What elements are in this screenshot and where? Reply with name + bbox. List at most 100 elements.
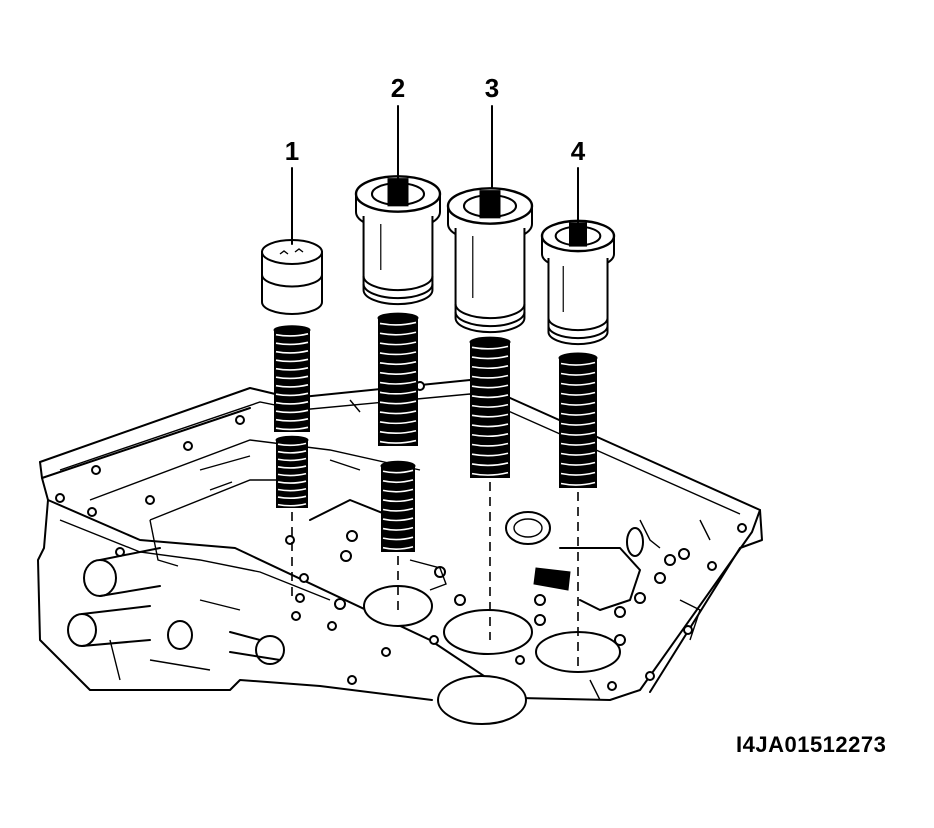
stack-4-sleeve-groove-2	[547, 325, 609, 340]
stack-1-upper-spring-coil	[275, 426, 309, 431]
stack-1-upper-spring-coil	[275, 367, 309, 371]
bolt-holes	[55, 381, 747, 691]
stack-4-spring-coil	[560, 361, 596, 366]
stack-2-upper-spring	[377, 312, 419, 446]
stack-2-lower-spring-coil	[382, 526, 414, 531]
stack-2-upper-spring-coil	[379, 351, 417, 356]
stack-1-lower-spring	[275, 435, 309, 508]
stack-4-spring-coil	[560, 411, 596, 416]
stack-2-upper-spring-coil	[379, 380, 417, 385]
stack-4-sleeve-body	[547, 258, 609, 346]
component-stack-1	[261, 239, 323, 508]
stack-3-spring-coil	[471, 394, 509, 399]
assembly-center-lines	[291, 482, 579, 668]
stack-2-sleeve-stem	[387, 178, 409, 207]
stack-4-spring-top-coil	[558, 352, 598, 364]
stack-1-plug-marks	[279, 248, 304, 255]
stack-2-lower-spring-top-coil	[380, 460, 416, 472]
stack-1-upper-spring-coil	[275, 358, 309, 363]
stack-2-upper-spring-coil	[379, 321, 417, 326]
stack-1-plug-ring	[261, 274, 323, 288]
stack-2-upper-spring-coil	[379, 370, 417, 375]
stack-4-sleeve-stem	[569, 222, 587, 247]
stack-4-spring-coil	[560, 441, 596, 446]
stack-1-plug-body	[261, 251, 323, 315]
stack-3-sleeve-groove-2	[454, 311, 526, 328]
stack-2-lower-spring	[380, 460, 416, 552]
stack-2-lower-spring-coil	[382, 498, 414, 503]
stack-1-upper-spring-coil	[275, 392, 309, 397]
stack-2-upper-spring-top-coil	[377, 312, 419, 324]
callout-2: 2	[391, 73, 405, 181]
stack-3-spring-coil	[471, 374, 509, 379]
stack-2-upper-spring-coil	[379, 439, 417, 444]
stack-1-lower-spring-top-coil	[275, 435, 309, 445]
stack-2-upper-spring-coil	[379, 400, 417, 405]
stack-3-sleeve	[446, 187, 534, 334]
stack-3-spring-coil	[471, 365, 509, 370]
stack-2-sleeve-groove-2	[362, 283, 434, 300]
callout-4: 4	[571, 136, 586, 223]
stack-1-upper-spring	[273, 325, 311, 432]
valve-components	[261, 175, 616, 552]
stack-3-spring-coil	[471, 471, 509, 476]
stack-1-lower-spring-coil	[277, 450, 307, 454]
stack-1-lower-spring-coil	[277, 457, 307, 462]
callout-label-1: 1	[285, 136, 299, 166]
stack-2-upper-spring-coil	[379, 390, 417, 395]
stack-4-spring-coil	[560, 481, 596, 486]
stack-3-spring-coil	[471, 442, 509, 447]
stack-3-spring-coil	[471, 452, 509, 457]
stack-2-lower-spring-coil	[382, 488, 414, 493]
stack-2-lower-spring-coil	[382, 545, 414, 550]
callout-1: 1	[285, 136, 299, 245]
stack-2-upper-spring-coil	[379, 410, 417, 415]
stack-1-lower-spring-coil	[277, 442, 307, 447]
stack-1-lower-spring-coil	[277, 495, 307, 499]
stack-4-spring-coil	[560, 431, 596, 436]
stack-3-spring-coil	[471, 403, 509, 408]
callout-label-3: 3	[485, 73, 499, 103]
stack-2-lower-spring-coil	[382, 507, 414, 512]
stack-1-upper-spring-body	[274, 330, 310, 432]
stack-3-spring-coil	[471, 423, 509, 428]
component-stack-2	[354, 175, 442, 552]
stack-2-lower-spring-coil	[382, 469, 414, 474]
stack-3-sleeve-body	[454, 228, 526, 334]
stack-3-spring-coil	[471, 384, 509, 389]
component-stack-4	[540, 219, 616, 488]
stack-3-spring-coil	[471, 462, 509, 467]
figure-id: I4JA01512273	[736, 732, 887, 757]
stack-1-lower-spring-coil	[277, 480, 307, 484]
stack-1-lower-spring-coil	[277, 465, 307, 469]
stack-4-sleeve-groove-1	[547, 317, 609, 332]
callout-label-2: 2	[391, 73, 405, 103]
stack-1-upper-spring-coil	[275, 375, 309, 380]
stack-2-upper-spring-coil	[379, 429, 417, 434]
stack-1-upper-spring-coil	[275, 418, 309, 422]
stack-1-upper-spring-coil	[275, 341, 309, 346]
stack-3-sleeve-stem	[479, 190, 501, 219]
valve-body-housing	[37, 379, 763, 725]
stack-2-upper-spring-coil	[379, 361, 417, 366]
stack-1-plug	[261, 239, 323, 315]
stack-2-upper-spring-coil	[379, 331, 417, 336]
stack-1-upper-spring-top-coil	[273, 325, 311, 335]
stack-4-spring-coil	[560, 391, 596, 396]
stack-1-upper-spring-coil	[275, 409, 309, 414]
stack-4-sleeve	[540, 219, 616, 346]
stack-4-spring	[558, 352, 598, 488]
callout-label-4: 4	[571, 136, 586, 166]
stack-1-lower-spring-coil	[277, 472, 307, 477]
stack-2-upper-spring-coil	[379, 341, 417, 346]
callout-3: 3	[485, 73, 499, 189]
stack-3-spring-coil	[471, 413, 509, 418]
stack-3-spring	[469, 336, 511, 478]
stack-1-upper-spring-coil	[275, 350, 309, 354]
stack-2-sleeve-groove-1	[362, 275, 434, 292]
stack-4-spring-coil	[560, 461, 596, 466]
stack-4-spring-coil	[560, 471, 596, 476]
stack-3-spring-coil	[471, 355, 509, 360]
